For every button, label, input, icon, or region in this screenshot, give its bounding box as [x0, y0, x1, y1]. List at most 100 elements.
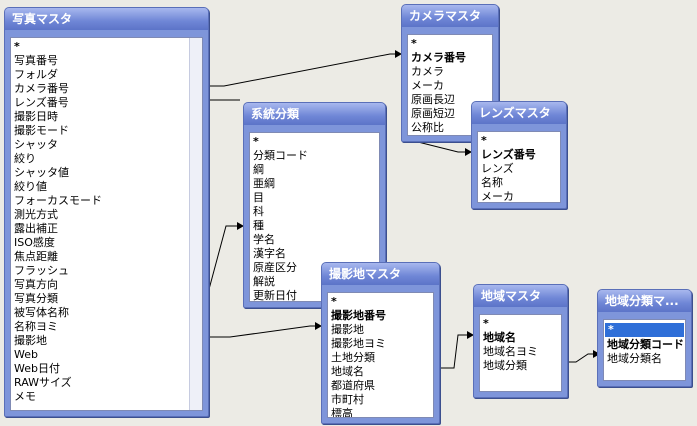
arrowhead	[395, 50, 402, 58]
arrowhead	[467, 331, 474, 339]
field-row[interactable]: 撮影地	[14, 334, 47, 347]
field-row[interactable]: 地域分類	[483, 359, 527, 372]
field-list[interactable]: *地域名地域名ヨミ地域分類	[479, 314, 562, 392]
field-all-columns[interactable]: *	[411, 37, 417, 50]
field-row[interactable]: 写真分類	[14, 292, 58, 305]
field-row[interactable]: 漢字名	[253, 247, 286, 260]
table-title[interactable]: 系統分類	[244, 103, 385, 125]
field-row[interactable]: 解説	[253, 275, 275, 288]
field-row[interactable]: 地域名	[483, 331, 516, 344]
field-row[interactable]: 原画短辺	[411, 107, 455, 120]
field-list[interactable]: *地域分類コード地域分類名	[603, 319, 686, 381]
table-title[interactable]: 地域分類マ...	[598, 290, 691, 312]
field-all-columns[interactable]: *	[14, 40, 20, 53]
field-list[interactable]: *レンズ番号レンズ名称メーカ	[477, 131, 561, 203]
table-title[interactable]: 地域マスタ	[474, 285, 567, 307]
table-location-master[interactable]: 撮影地マスタ *撮影地番号撮影地撮影地ヨミ土地分類地域名都道府県市町村標高	[321, 262, 440, 424]
field-all-columns[interactable]: *	[483, 317, 489, 330]
field-row[interactable]: RAWサイズ	[14, 376, 72, 389]
field-list-inner: *地域分類コード地域分類名	[604, 320, 685, 366]
field-row[interactable]: 分類コード	[253, 149, 308, 162]
field-all-columns[interactable]: *	[605, 323, 684, 337]
field-row[interactable]: 市町村	[331, 393, 364, 406]
field-row[interactable]: 地域分類コード	[607, 338, 684, 351]
field-row[interactable]: フォルダ	[14, 68, 58, 81]
field-all-columns[interactable]: *	[481, 134, 487, 147]
field-list-inner: *写真番号フォルダカメラ番号レンズ番号撮影日時撮影モードシャッタ絞りシャッタ値絞…	[11, 38, 202, 404]
field-list-inner: *地域名地域名ヨミ地域分類	[480, 315, 561, 373]
field-row[interactable]: レンズ番号	[481, 148, 536, 161]
field-row[interactable]: 種	[253, 219, 264, 232]
field-row[interactable]: 絞り値	[14, 180, 47, 193]
field-row[interactable]: カメラ番号	[411, 51, 466, 64]
field-row[interactable]: 地域分類名	[607, 352, 662, 365]
field-row[interactable]: 目	[253, 191, 264, 204]
table-region-class-master[interactable]: 地域分類マ... *地域分類コード地域分類名	[597, 289, 692, 387]
table-title[interactable]: カメラマスタ	[402, 5, 498, 27]
field-row[interactable]: 原産区分	[253, 261, 297, 274]
field-list-inner: *レンズ番号レンズ名称メーカ	[478, 132, 560, 203]
field-row[interactable]: 学名	[253, 233, 275, 246]
arrowhead	[237, 222, 244, 230]
field-row[interactable]: フラッシュ	[14, 264, 69, 277]
arrowhead	[593, 350, 600, 358]
field-row[interactable]: 撮影地番号	[331, 309, 386, 322]
field-row[interactable]: 測光方式	[14, 208, 58, 221]
field-row[interactable]: フォーカスモード	[14, 194, 102, 207]
field-row[interactable]: 都道府県	[331, 379, 375, 392]
field-row[interactable]: レンズ	[481, 162, 514, 175]
field-list[interactable]: *写真番号フォルダカメラ番号レンズ番号撮影日時撮影モードシャッタ絞りシャッタ値絞…	[10, 37, 203, 411]
arrowhead	[315, 322, 322, 330]
field-row[interactable]: 地域名ヨミ	[483, 345, 538, 358]
field-row[interactable]: 絞り	[14, 152, 36, 165]
field-row[interactable]: ISO感度	[14, 236, 55, 249]
field-all-columns[interactable]: *	[331, 295, 337, 308]
field-row[interactable]: 撮影地ヨミ	[331, 337, 386, 350]
field-row[interactable]: 亜綱	[253, 177, 275, 190]
field-row[interactable]: 撮影日時	[14, 110, 58, 123]
field-row[interactable]: 名称	[481, 176, 503, 189]
field-row[interactable]: 綱	[253, 163, 264, 176]
field-row[interactable]: 焦点距離	[14, 250, 58, 263]
field-row[interactable]: 更新日付	[253, 289, 297, 302]
field-row[interactable]: 地域名	[331, 365, 364, 378]
field-row[interactable]: 公称比	[411, 121, 444, 134]
field-row[interactable]: カメラ	[411, 65, 444, 78]
field-row[interactable]: Web	[14, 348, 38, 361]
field-row[interactable]: 露出補正	[14, 222, 58, 235]
field-list[interactable]: *撮影地番号撮影地撮影地ヨミ土地分類地域名都道府県市町村標高	[327, 292, 434, 418]
field-row[interactable]: 被写体名称	[14, 306, 69, 319]
field-row[interactable]: 原画長辺	[411, 93, 455, 106]
field-row[interactable]: 撮影モード	[14, 124, 69, 137]
field-list[interactable]: *カメラ番号カメラメーカ原画長辺原画短辺公称比	[407, 34, 493, 136]
table-region-master[interactable]: 地域マスタ *地域名地域名ヨミ地域分類	[473, 284, 568, 398]
field-row[interactable]: 撮影地	[331, 323, 364, 336]
table-title[interactable]: レンズマスタ	[472, 102, 566, 124]
field-row[interactable]: 写真番号	[14, 54, 58, 67]
field-row[interactable]: カメラ番号	[14, 82, 69, 95]
table-title[interactable]: 撮影地マスタ	[322, 263, 439, 285]
relationship-photo-taxonomy	[207, 225, 244, 294]
field-row[interactable]: シャッタ	[14, 138, 58, 151]
field-row[interactable]: Web日付	[14, 362, 60, 375]
table-lens-master[interactable]: レンズマスタ *レンズ番号レンズ名称メーカ	[471, 101, 567, 209]
table-title[interactable]: 写真マスタ	[5, 8, 208, 30]
field-row[interactable]: 科	[253, 205, 264, 218]
field-list-inner: *カメラ番号カメラメーカ原画長辺原画短辺公称比	[408, 35, 492, 135]
relationship-location-region	[434, 334, 474, 369]
field-row[interactable]: レンズ番号	[14, 96, 69, 109]
field-row[interactable]: 標高	[331, 407, 353, 418]
table-photo-master[interactable]: 写真マスタ *写真番号フォルダカメラ番号レンズ番号撮影日時撮影モードシャッタ絞り…	[4, 7, 209, 417]
field-row[interactable]: メーカ	[481, 190, 514, 203]
field-row[interactable]: 名称ヨミ	[14, 320, 58, 333]
table-camera-master[interactable]: カメラマスタ *カメラ番号カメラメーカ原画長辺原画短辺公称比	[401, 4, 499, 142]
relationship-photo-location	[208, 325, 322, 338]
field-row[interactable]: メモ	[14, 390, 36, 403]
arrowhead	[465, 148, 472, 156]
field-row[interactable]: メーカ	[411, 79, 444, 92]
vertical-scrollbar[interactable]	[189, 38, 202, 410]
field-row[interactable]: シャッタ値	[14, 166, 69, 179]
field-row[interactable]: 写真方向	[14, 278, 58, 291]
field-all-columns[interactable]: *	[253, 135, 259, 148]
field-row[interactable]: 土地分類	[331, 351, 375, 364]
